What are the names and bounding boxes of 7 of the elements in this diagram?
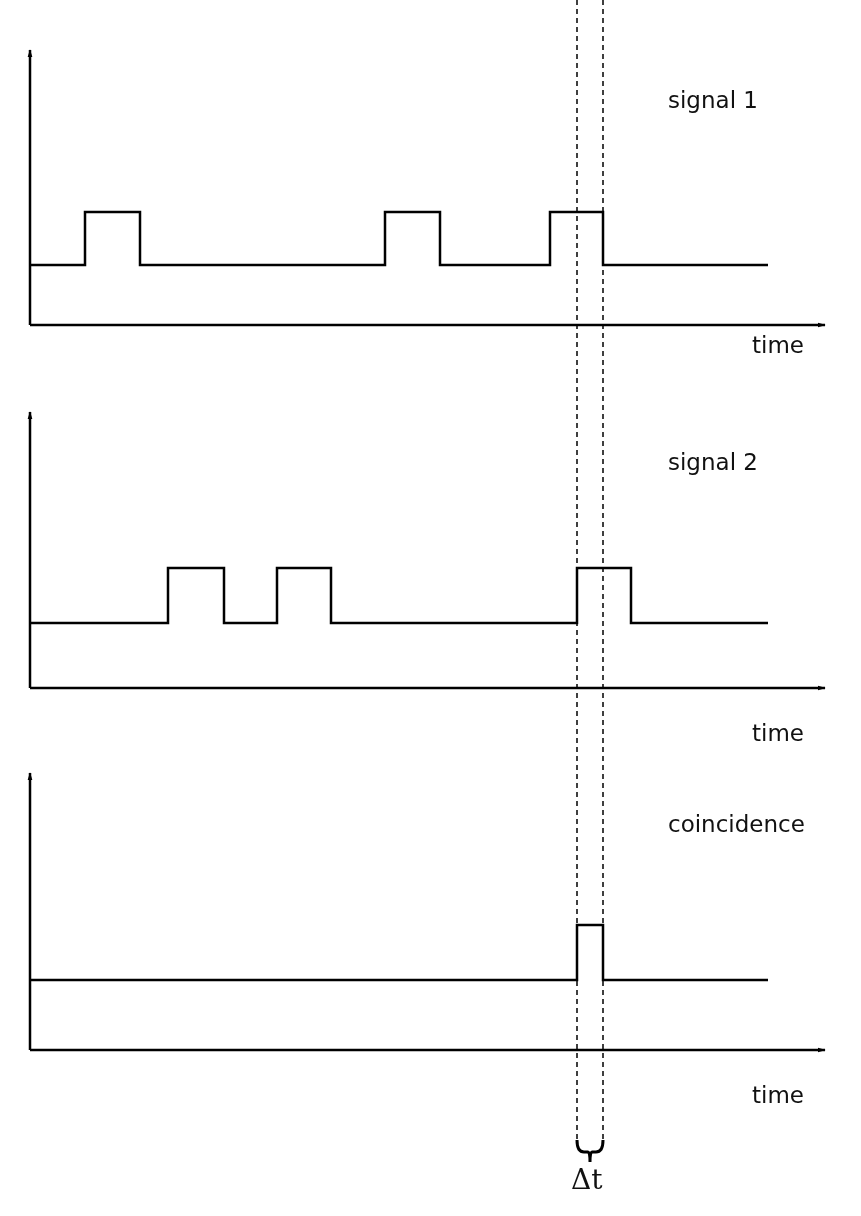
axis-label: time [752,721,804,747]
signal-label: coincidence [668,812,805,838]
axis-label: time [752,333,804,359]
axis-label: time [752,1083,804,1109]
signal-label: signal 1 [668,88,758,114]
signal-label: signal 2 [668,450,758,476]
interval-label: Δt [571,1165,603,1196]
